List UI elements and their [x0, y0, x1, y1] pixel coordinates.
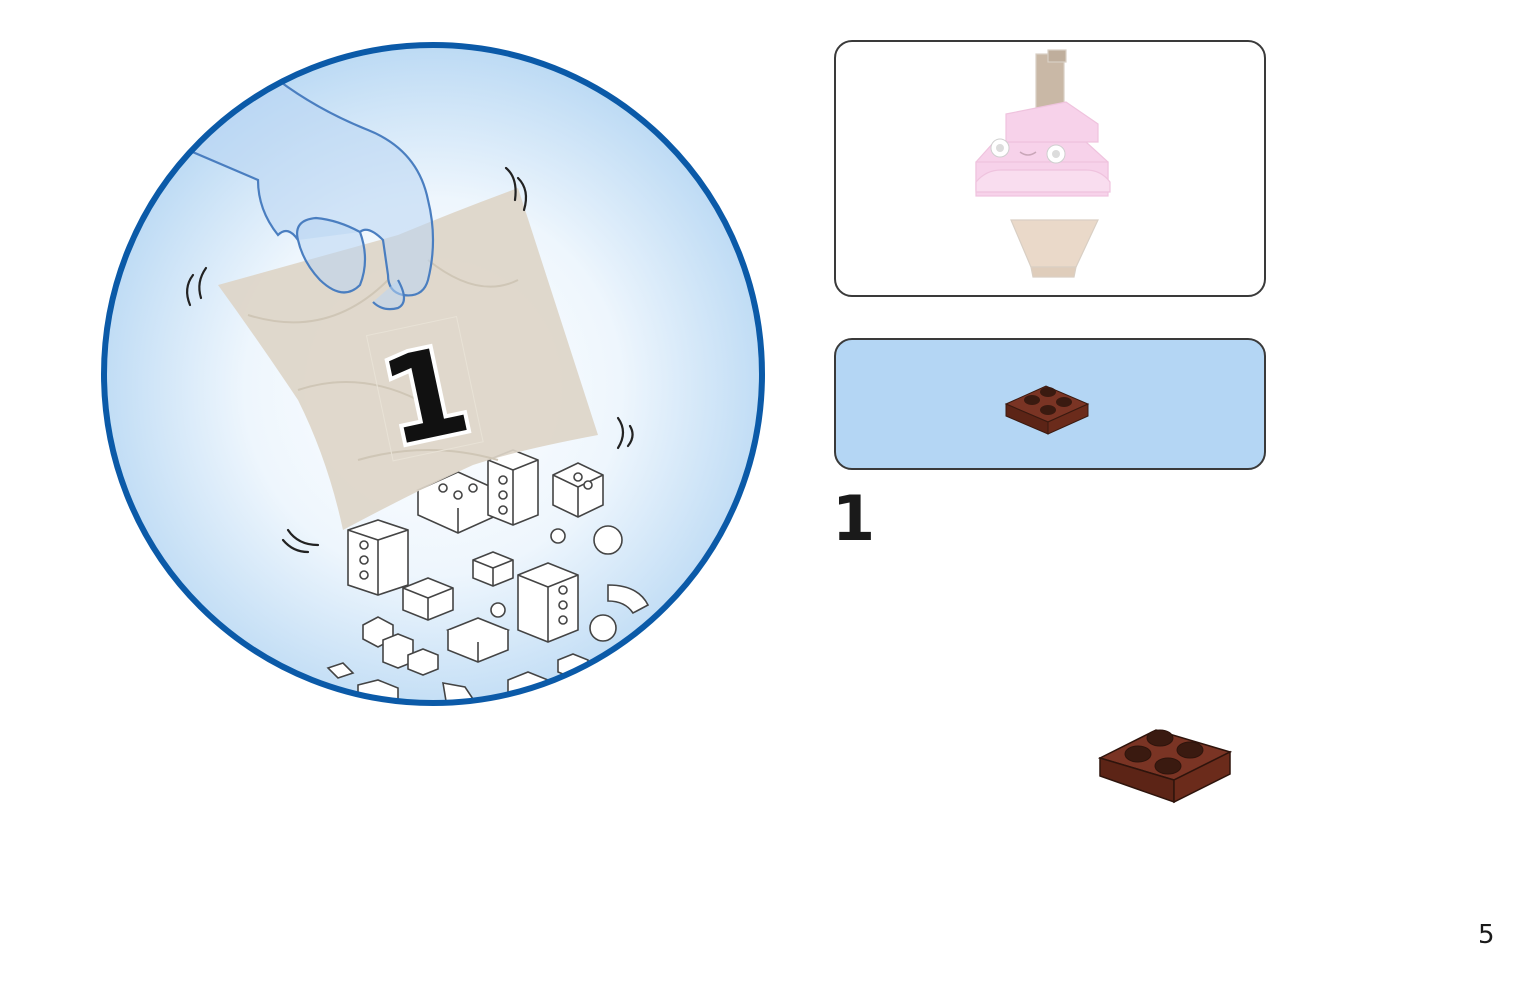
parts-needed-callout [834, 338, 1266, 470]
bag-number-sticker [365, 315, 484, 462]
model-preview-box [834, 40, 1266, 297]
page-number: 5 [1478, 920, 1495, 950]
ice-cream-model-preview [975, 49, 1111, 278]
hand-illustration [186, 78, 435, 311]
shake-marks [186, 166, 634, 554]
step-number: 1 [832, 482, 876, 555]
build-step-plate-2x2 [1098, 729, 1232, 804]
part-plate-2x2-icon [1004, 385, 1090, 435]
open-bag-illustration: 1 [101, 42, 765, 706]
